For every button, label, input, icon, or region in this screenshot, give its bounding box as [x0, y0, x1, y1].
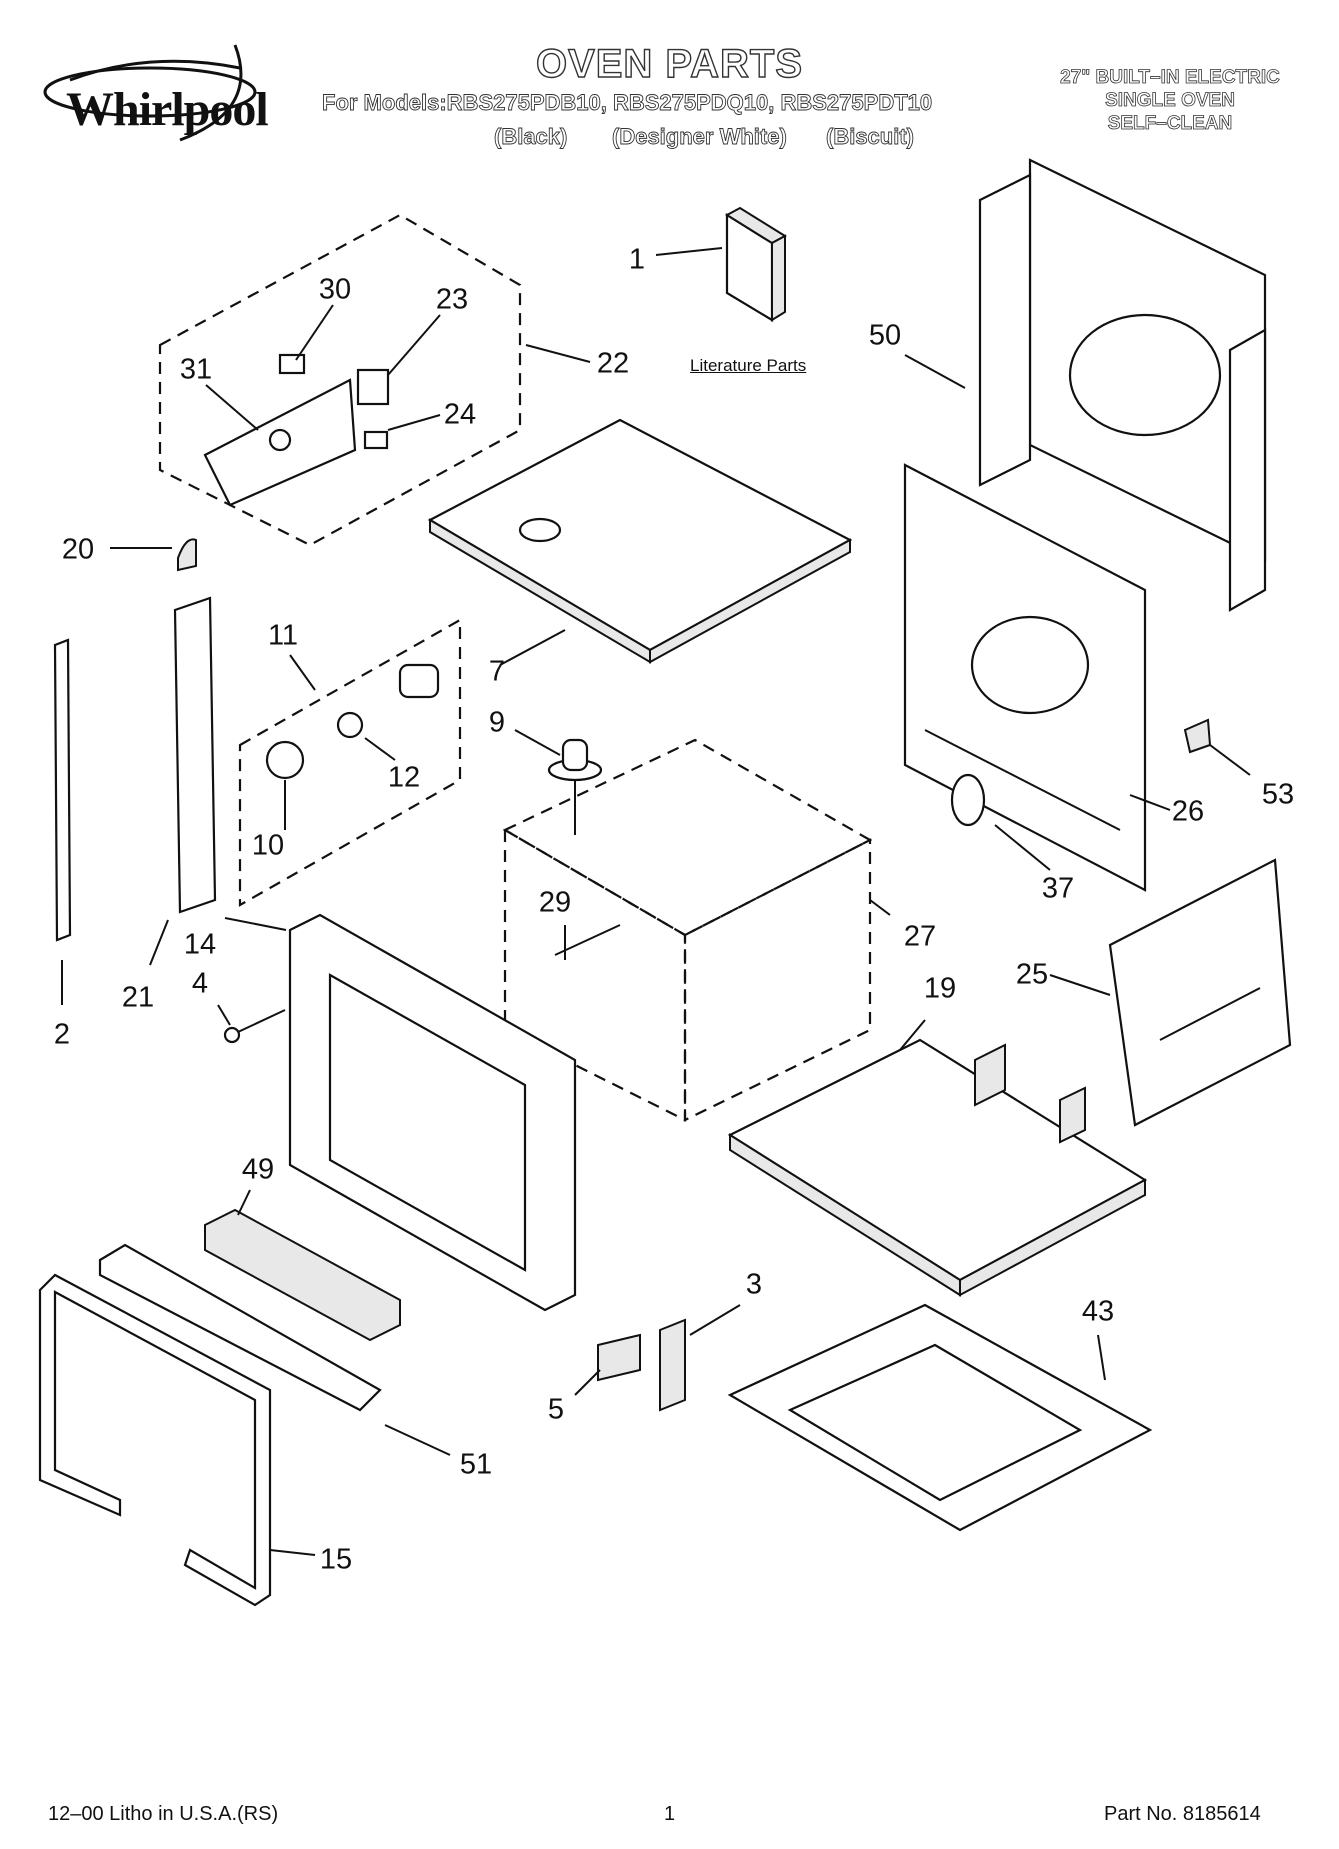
part-21-side-trim	[173, 596, 217, 914]
part-22-controls	[203, 353, 390, 507]
footer-part-number: Part No. 8185614	[1104, 1803, 1261, 1825]
callout-26: 26	[1171, 795, 1205, 828]
callout-3: 3	[745, 1268, 763, 1301]
part-7-top-panel	[427, 418, 853, 664]
part-19-bottom-panel	[727, 1038, 1148, 1297]
color-black: (Black)	[494, 124, 568, 150]
callout-25: 25	[1015, 958, 1049, 991]
callout-27: 27	[903, 920, 937, 953]
part-2-trim	[53, 638, 72, 942]
callout-19: 19	[923, 972, 957, 1005]
part-11-group-outline	[238, 618, 462, 907]
part-5-bracket	[597, 1333, 641, 1382]
callout-9: 9	[488, 706, 506, 739]
callout-2: 2	[53, 1018, 71, 1051]
callout-14: 14	[183, 928, 217, 961]
callout-37: 37	[1041, 872, 1075, 905]
callout-21: 21	[121, 981, 155, 1014]
part-11-switch	[398, 663, 440, 699]
part-1-literature	[725, 206, 787, 322]
color-biscuit: (Biscuit)	[826, 124, 915, 150]
leader-lines	[61, 247, 1251, 1556]
callout-53: 53	[1261, 778, 1295, 811]
product-line-2: SINGLE OVEN	[1105, 90, 1236, 112]
color-designer-white: (Designer White)	[612, 124, 788, 150]
part-3-hinge	[659, 1318, 686, 1412]
part-53-bracket	[1183, 718, 1212, 754]
callout-20: 20	[61, 533, 95, 566]
brand-wordmark: Whirlpool	[66, 83, 269, 136]
callout-51: 51	[459, 1448, 493, 1481]
whirlpool-logo: Whirlpool	[30, 40, 280, 160]
page-title: OVEN PARTS	[535, 41, 804, 86]
swirl-icon	[43, 44, 257, 142]
callout-30: 30	[318, 273, 352, 306]
part-49-deflector	[204, 1208, 401, 1342]
callout-50: 50	[868, 319, 902, 352]
callout-12: 12	[387, 761, 421, 794]
callout-24: 24	[443, 398, 477, 431]
callout-31: 31	[179, 353, 213, 386]
part-27-oven-cavity	[502, 738, 873, 1122]
part-15-door-gasket	[38, 1273, 272, 1607]
callout-11: 11	[267, 619, 299, 652]
part-50-back-panel	[978, 158, 1267, 612]
callout-1: 1	[628, 243, 646, 276]
part-14-front-frame	[288, 913, 577, 1312]
callout-7: 7	[488, 655, 506, 688]
literature-parts-label: Literature Parts	[690, 356, 807, 375]
callout-22: 22	[596, 347, 630, 380]
footer-litho: 12–00 Litho in U.S.A.(RS)	[48, 1803, 279, 1825]
callout-49: 49	[241, 1153, 275, 1186]
part-43-bottom-tray	[727, 1303, 1153, 1532]
part-26-rear-frame	[903, 463, 1147, 892]
models-line: For Models:RBS275PDB10, RBS275PDQ10, RBS…	[322, 90, 933, 116]
product-line-3: SELF–CLEAN	[1107, 113, 1233, 135]
part-10-knob	[265, 740, 305, 780]
callout-43: 43	[1081, 1295, 1115, 1328]
part-20-clip	[177, 538, 197, 572]
callout-29: 29	[538, 886, 572, 919]
footer-page-number: 1	[664, 1803, 676, 1825]
part-25-side-panel	[1108, 858, 1292, 1127]
callout-4: 4	[191, 967, 209, 1000]
part-9-sensor	[547, 738, 603, 835]
part-51-vent-trim	[98, 1243, 382, 1412]
product-line-1: 27" BUILT–IN ELECTRIC	[1060, 67, 1281, 89]
part-22-group-outline	[158, 213, 522, 547]
callout-23: 23	[435, 283, 469, 316]
part-37-gasket	[950, 773, 986, 827]
part-4-screw	[223, 1009, 286, 1044]
callout-5: 5	[547, 1393, 565, 1426]
callout-10: 10	[251, 829, 285, 862]
part-12-knob	[336, 711, 364, 739]
callout-15: 15	[319, 1543, 353, 1576]
